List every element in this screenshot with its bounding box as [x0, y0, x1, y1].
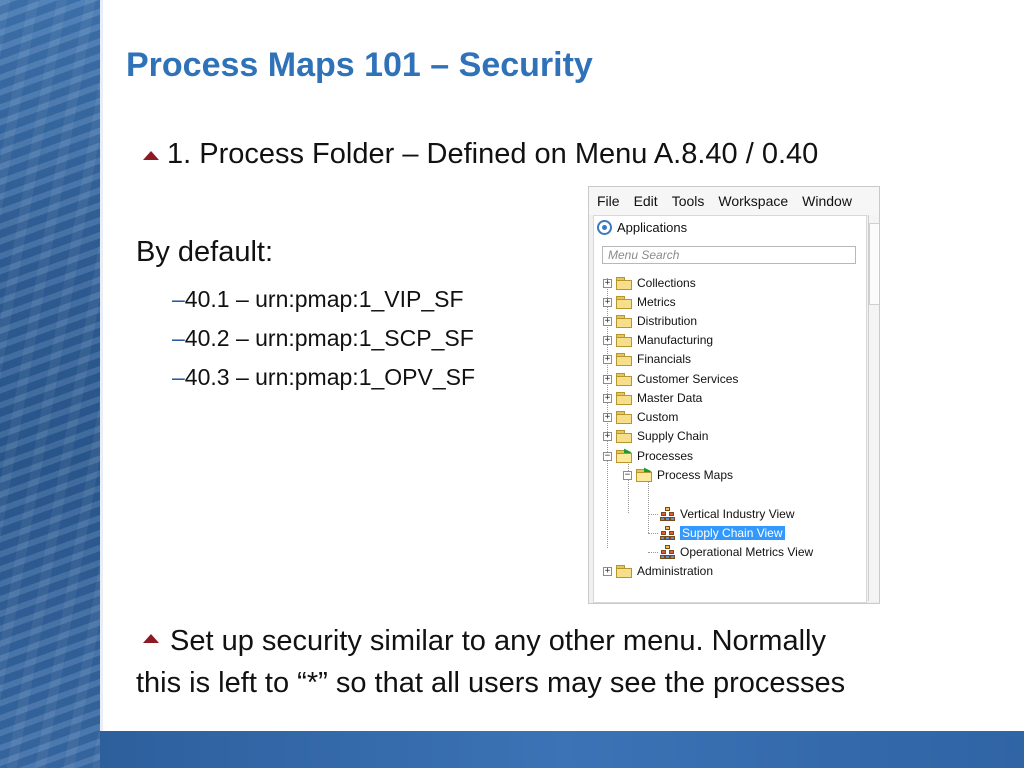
bullet-security-setup: Set up security similar to any other men…	[136, 620, 1003, 704]
adjacent-pane-edge	[869, 223, 879, 305]
sub-item-text: 40.2 – urn:pmap:1_SCP_SF	[184, 325, 474, 351]
folder-icon	[616, 565, 632, 578]
tree-item-custom[interactable]: + Custom	[603, 408, 678, 426]
expand-icon[interactable]: +	[603, 296, 612, 307]
tree-item-process-maps[interactable]: − ▶ Process Maps	[623, 466, 733, 484]
dash-marker: –	[172, 325, 185, 351]
folder-icon	[616, 296, 632, 309]
sub-item-text: 40.3 – urn:pmap:1_OPV_SF	[184, 364, 476, 390]
folder-icon	[616, 392, 632, 405]
arrow-badge-icon: ▶	[624, 447, 632, 458]
expand-icon[interactable]: +	[603, 334, 612, 345]
expand-icon[interactable]: +	[603, 353, 612, 364]
tree-item-label: Master Data	[637, 391, 703, 405]
applications-panel: Applications Menu Search + Collections +…	[593, 215, 867, 603]
tree-item-label: Collections	[637, 276, 696, 290]
tree-item-label: Manufacturing	[637, 333, 714, 347]
tree-item-administration[interactable]: + Administration	[603, 562, 713, 580]
tree-item-distribution[interactable]: + Distribution	[603, 312, 697, 330]
sub-item-40-3: –40.3 – urn:pmap:1_OPV_SF	[172, 364, 475, 391]
folder-icon	[616, 315, 632, 328]
folder-icon	[616, 373, 632, 386]
folder-icon	[616, 353, 632, 366]
open-folder-icon: ▶	[636, 466, 652, 482]
tree-connector	[648, 477, 649, 533]
collapse-icon[interactable]: −	[603, 450, 612, 461]
open-folder-icon: ▶	[616, 447, 632, 463]
bullet-triangle-icon	[143, 634, 159, 643]
sub-item-40-1: –40.1 – urn:pmap:1_VIP_SF	[172, 286, 464, 313]
process-map-icon	[660, 545, 676, 559]
by-default-label: By default:	[136, 236, 274, 268]
tree-item-supply-chain[interactable]: + Supply Chain	[603, 427, 708, 445]
tree-item-processes[interactable]: − ▶ Processes	[603, 447, 693, 465]
menu-file[interactable]: File	[597, 193, 620, 209]
menu-tools[interactable]: Tools	[671, 193, 705, 209]
menu-edit[interactable]: Edit	[633, 193, 658, 209]
tree-item-financials[interactable]: + Financials	[603, 350, 691, 368]
tree-item-label-selected: Supply Chain View	[680, 526, 785, 540]
tree-item-label: Supply Chain	[637, 429, 709, 443]
folder-icon	[616, 430, 632, 443]
bullet-text-line-1: Set up security similar to any other men…	[170, 625, 826, 657]
tree-item-label: Processes	[637, 449, 694, 463]
menu-bar: File Edit Tools Workspace Window	[589, 187, 879, 215]
bullet-triangle-icon	[143, 151, 159, 160]
tree-item-label: Process Maps	[657, 468, 734, 482]
folder-icon	[616, 334, 632, 347]
tree-connector	[648, 514, 658, 515]
expand-icon[interactable]: +	[603, 430, 612, 441]
expand-icon[interactable]: +	[603, 315, 612, 326]
dash-marker: –	[172, 286, 185, 312]
tree-item-label: Financials	[637, 352, 692, 366]
tree-item-label: Custom	[637, 410, 679, 424]
process-map-icon	[660, 507, 676, 521]
tree-item-customer-services[interactable]: + Customer Services	[603, 370, 738, 388]
tree-item-supply-chain-view[interactable]: Supply Chain View	[660, 524, 785, 542]
tree-item-collections[interactable]: + Collections	[603, 274, 696, 292]
expand-icon[interactable]: +	[603, 411, 612, 422]
tree-item-label: Distribution	[637, 314, 698, 328]
process-map-icon	[660, 526, 676, 540]
folder-icon	[616, 277, 632, 290]
tree-connector	[648, 552, 658, 553]
tree-connector	[628, 457, 629, 513]
tree-connector	[648, 533, 658, 534]
application-menu-screenshot: File Edit Tools Workspace Window Applica…	[588, 186, 880, 604]
arrow-badge-icon: ▶	[644, 466, 652, 477]
menu-search-input[interactable]: Menu Search	[602, 246, 856, 264]
bottom-band	[100, 731, 1024, 768]
slide-title: Process Maps 101 – Security	[126, 46, 593, 84]
menu-workspace[interactable]: Workspace	[718, 193, 789, 209]
decorative-side-image	[0, 0, 100, 768]
tree-item-master-data[interactable]: + Master Data	[603, 389, 702, 407]
gear-icon	[597, 220, 612, 235]
scrollbar[interactable]	[868, 215, 879, 601]
expand-icon[interactable]: +	[603, 373, 612, 384]
tree-item-metrics[interactable]: + Metrics	[603, 293, 676, 311]
bullet-text: 1. Process Folder – Defined on Menu A.8.…	[167, 138, 819, 170]
dash-marker: –	[172, 364, 185, 390]
applications-title: Applications	[617, 220, 688, 235]
bullet-process-folder: 1. Process Folder – Defined on Menu A.8.…	[143, 138, 818, 171]
side-divider	[100, 0, 103, 768]
tree-item-label: Administration	[637, 564, 714, 578]
tree-item-operational-metrics-view[interactable]: Operational Metrics View	[660, 543, 813, 561]
collapse-icon[interactable]: −	[623, 469, 632, 480]
expand-icon[interactable]: +	[603, 392, 612, 403]
expand-icon[interactable]: +	[603, 277, 612, 288]
tree-item-manufacturing[interactable]: + Manufacturing	[603, 331, 713, 349]
sub-item-text: 40.1 – urn:pmap:1_VIP_SF	[184, 286, 464, 312]
menu-window[interactable]: Window	[802, 193, 852, 209]
tree-item-label: Vertical Industry View	[680, 507, 795, 521]
applications-header: Applications	[597, 220, 687, 235]
tree-item-label: Operational Metrics View	[680, 545, 814, 559]
sub-item-40-2: –40.2 – urn:pmap:1_SCP_SF	[172, 325, 474, 352]
tree-item-label: Customer Services	[637, 372, 739, 386]
tree-item-vertical-industry-view[interactable]: Vertical Industry View	[660, 505, 795, 523]
expand-icon[interactable]: +	[603, 565, 612, 576]
tree-item-label: Metrics	[637, 295, 676, 309]
folder-icon	[616, 411, 632, 424]
bullet-text-line-2: this is left to “*” so that all users ma…	[136, 667, 846, 699]
